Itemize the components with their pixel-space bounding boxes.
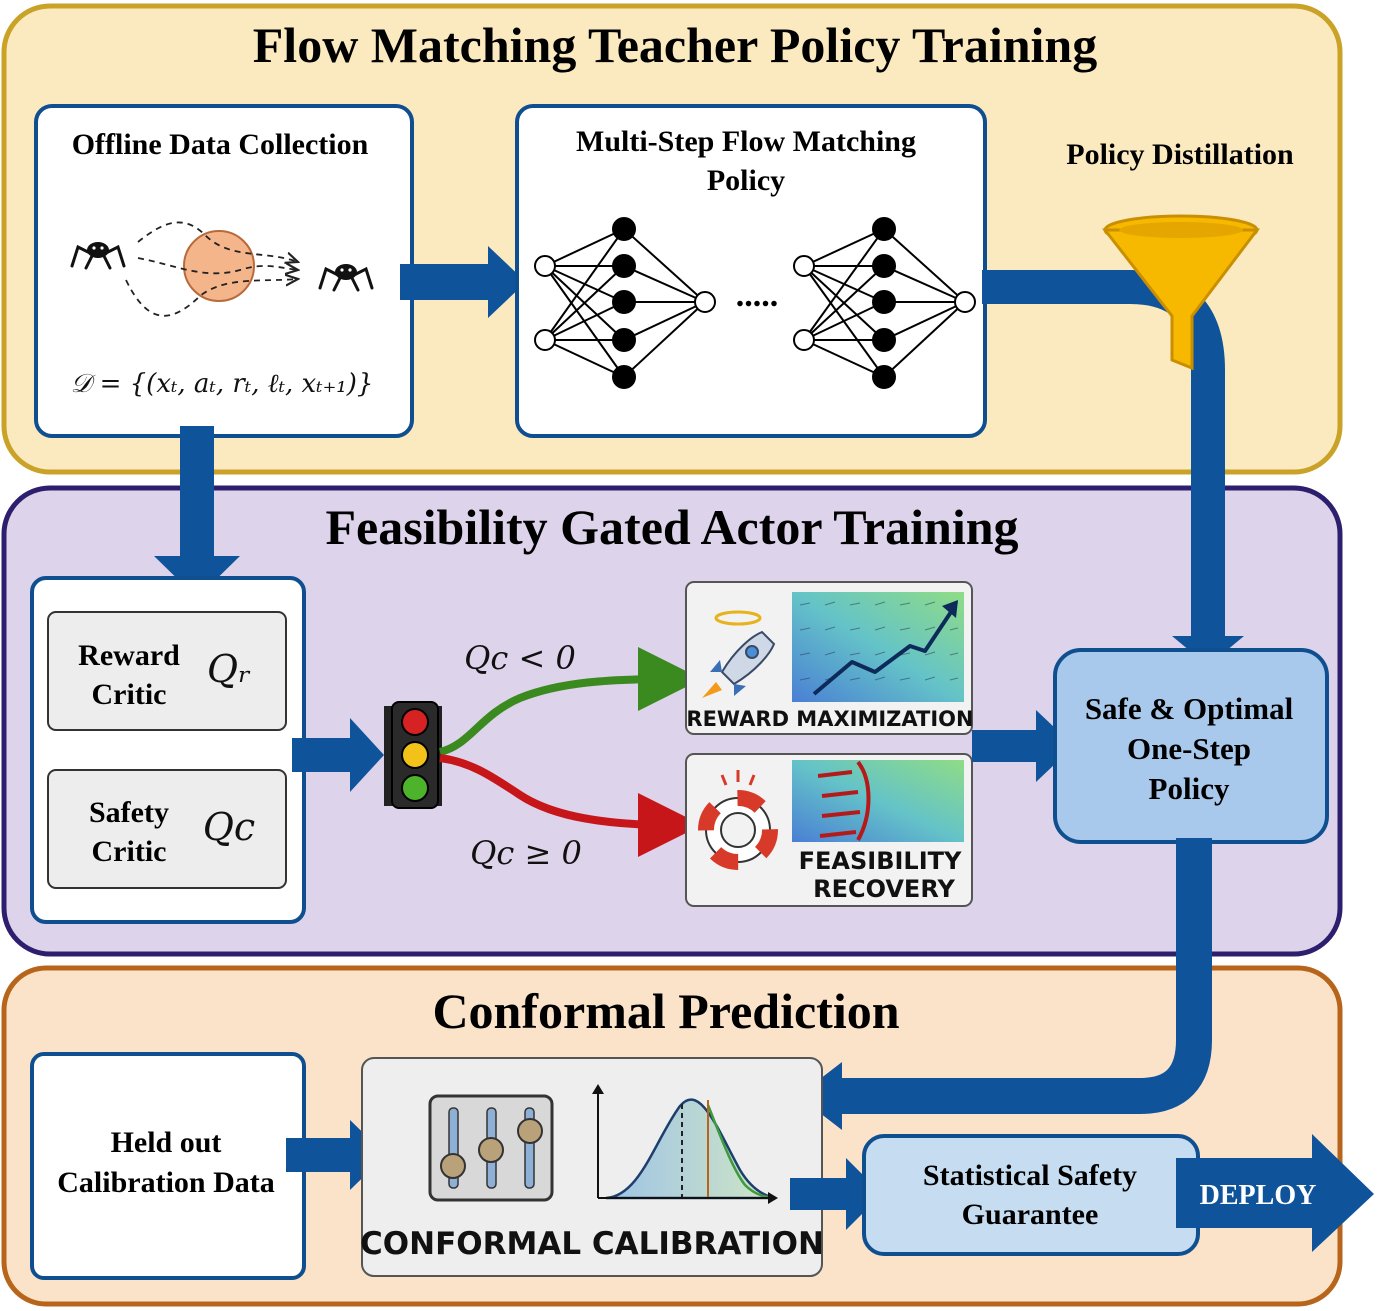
safe-policy-label-line1: Safe & Optimal: [1085, 691, 1294, 726]
flow-section-title: Flow Matching Teacher Policy Training: [253, 17, 1097, 73]
robot-goal-icon: [318, 264, 374, 292]
neural-network-icon: [534, 217, 716, 389]
safety-guarantee-label-line2: Guarantee: [962, 1198, 1099, 1231]
vector-field-marks: [799, 601, 959, 681]
funnel-icon: [1101, 214, 1261, 371]
safety-critic-symbol: Qc: [203, 805, 255, 849]
conformal-calibration-label: CONFORMAL CALIBRATION: [360, 1226, 824, 1262]
deploy-label: DEPLOY: [1200, 1180, 1317, 1211]
safety-guarantee-label-line1: Statistical Safety: [923, 1159, 1137, 1192]
arrow-data-to-policy: [400, 246, 526, 318]
reward-field-plot: [792, 592, 964, 702]
safe-policy-label-line3: Policy: [1149, 771, 1230, 806]
flow-policy-title-line1: Multi-Step Flow Matching: [576, 125, 916, 158]
recovery-barrier-marks: [817, 760, 871, 841]
traffic-light-icon: [384, 701, 442, 809]
arrow-panels-to-safe-policy: [972, 710, 1074, 782]
calibration-data-label-line1: Held out: [111, 1126, 222, 1159]
calibration-distribution-plot: [592, 1084, 778, 1204]
neural-network-icon: [793, 217, 976, 389]
feasibility-recovery-label-line2: RECOVERY: [813, 875, 955, 903]
safety-critic-label-line2: Critic: [92, 835, 167, 868]
offline-data-title: Offline Data Collection: [72, 128, 369, 161]
rocket-icon: [702, 610, 776, 698]
arrow-conformal-to-guarantee: [790, 1158, 882, 1230]
obstacle-icon: [183, 230, 255, 302]
feasibility-section: [1, 485, 1343, 957]
calibration-data-label-line2: Calibration Data: [57, 1166, 275, 1199]
arrow-safe-policy-to-calibration: [838, 838, 1212, 1114]
arrow-data-to-critics: [154, 426, 240, 598]
reward-trend-line: [812, 604, 957, 696]
reward-critic-label-line2: Critic: [92, 678, 167, 711]
dataset-formula: 𝒟 = {(xₜ, aₜ, rₜ, ℓₜ, xₜ₊₁)}: [71, 369, 374, 399]
safety-critic-card: [47, 769, 287, 889]
feasibility-section-title: Feasibility Gated Actor Training: [325, 499, 1018, 555]
gate-condition-lower: Qc ≥ 0: [470, 834, 582, 872]
deploy-arrow: [1176, 1134, 1374, 1252]
policy-distillation-label: Policy Distillation: [1066, 138, 1294, 171]
recovery-field-plot: [792, 760, 964, 842]
gate-condition-upper: Qc < 0: [464, 639, 576, 677]
reward-critic-symbol: Qᵣ: [207, 647, 251, 691]
sliders-icon: [428, 1094, 554, 1202]
infeasible-branch-arrow: [439, 754, 702, 857]
reward-critic-card: [47, 611, 287, 731]
safety-guarantee-box: [862, 1134, 1200, 1256]
conformal-section-title: Conformal Prediction: [432, 983, 899, 1039]
lifebuoy-icon: [698, 770, 778, 870]
feasibility-recovery-label-line1: FEASIBILITY: [799, 847, 962, 875]
trajectory-lines: [125, 221, 298, 317]
reward-critic-label-line1: Reward: [78, 639, 180, 672]
feasible-branch-arrow: [438, 647, 702, 756]
safety-critic-label-line1: Safety: [89, 796, 169, 829]
safe-policy-label-line2: One-Step: [1127, 731, 1251, 766]
robot-start-icon: [70, 242, 126, 270]
arrow-critics-to-gate: [292, 718, 384, 792]
reward-trend-arrowhead: [942, 600, 958, 618]
flow-policy-title-line2: Policy: [707, 164, 785, 197]
reward-maximization-label: REWARD MAXIMIZATION: [686, 707, 973, 731]
network-ellipsis: .....: [736, 277, 779, 314]
